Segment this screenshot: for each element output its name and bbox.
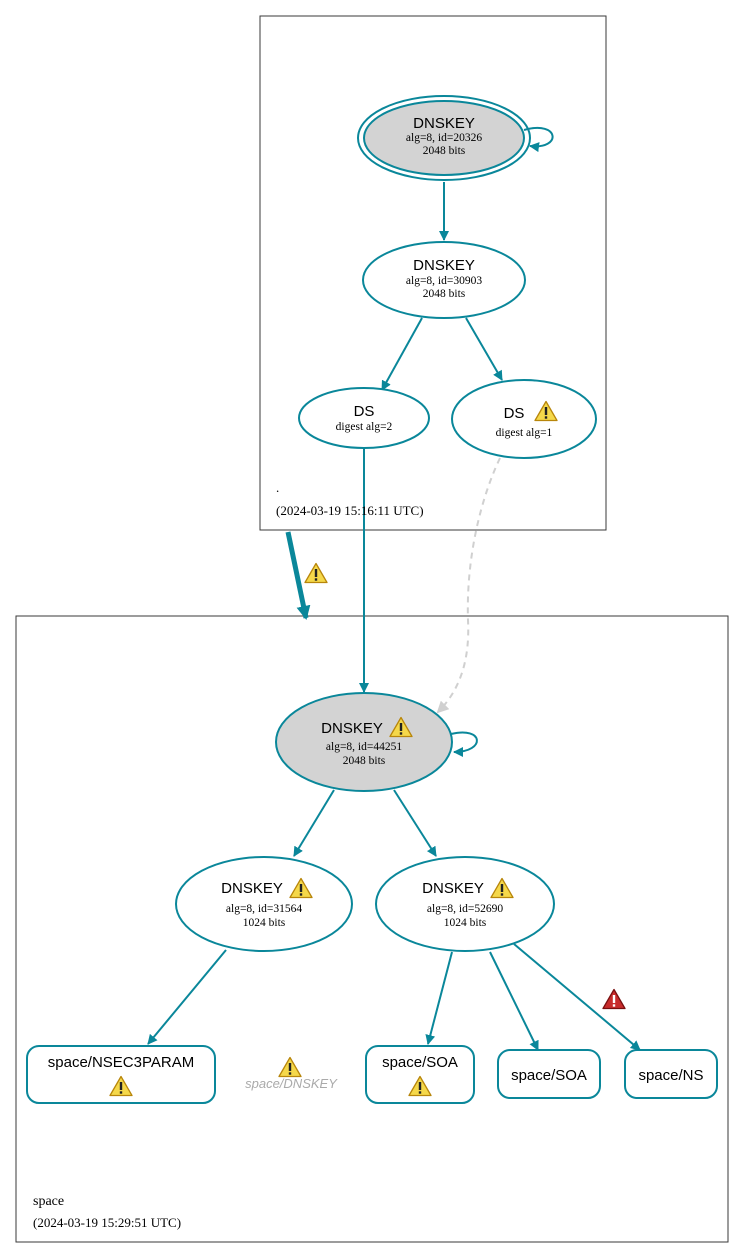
- node-title: DNSKEY: [413, 257, 475, 274]
- node-line1: digest alg=2: [336, 421, 393, 433]
- edge-delegation: [285, 531, 311, 620]
- zone-space-name: space: [33, 1194, 64, 1209]
- edge-root-zsk-to-ds1: [465, 317, 503, 381]
- rrset-dnskey[interactable]: space/DNSKEY: [245, 1056, 338, 1092]
- edge-52690-to-soa: [489, 951, 539, 1051]
- rrset-nsec3param[interactable]: space/NSEC3PARAM: [26, 1045, 216, 1104]
- rrset-label: space/NS: [638, 1067, 703, 1084]
- zone-root-name: .: [276, 480, 279, 495]
- node-line1: digest alg=1: [496, 427, 553, 439]
- node-line2: 2048 bits: [423, 288, 466, 300]
- node-space-ksk[interactable]: DNSKEY alg=8, id=44251 2048 bits: [275, 692, 453, 792]
- rrset-label: space/SOA: [511, 1067, 587, 1084]
- node-space-zsk-52690[interactable]: DNSKEY alg=8, id=52690 1024 bits: [375, 856, 555, 952]
- node-line1: alg=8, id=52690: [427, 903, 503, 915]
- zone-root-timestamp: (2024-03-19 15:16:11 UTC): [276, 503, 424, 518]
- edges: [147, 127, 641, 1051]
- node-ds-digest2[interactable]: DS digest alg=2: [298, 387, 430, 449]
- node-line2: 1024 bits: [444, 917, 487, 929]
- node-line1: alg=8, id=31564: [226, 903, 302, 915]
- node-line2: 1024 bits: [243, 917, 286, 929]
- edge-52690-to-ns: [513, 943, 641, 1051]
- node-line1: alg=8, id=44251: [326, 741, 402, 753]
- warning-icon: [278, 1056, 302, 1078]
- zone-space-timestamp: (2024-03-19 15:29:51 UTC): [33, 1215, 181, 1230]
- node-title: DS: [354, 403, 375, 420]
- ns-signature-error-icon: [602, 988, 626, 1010]
- zone-space-box: [15, 615, 729, 1243]
- edge-space-ksk-to-52690: [393, 789, 437, 857]
- node-ds-digest1[interactable]: DS digest alg=1: [451, 379, 597, 459]
- node-line1: alg=8, id=30903: [406, 275, 482, 287]
- node-line2: 2048 bits: [423, 145, 466, 157]
- edge-space-ksk-to-31564: [293, 789, 335, 857]
- edge-31564-to-nsec3param: [147, 949, 227, 1045]
- rrset-soa[interactable]: space/SOA: [497, 1049, 601, 1099]
- rrset-label: space/NSEC3PARAM: [48, 1054, 194, 1071]
- rrset-soa-warning[interactable]: space/SOA: [365, 1045, 475, 1104]
- rrset-ns[interactable]: space/NS: [624, 1049, 718, 1099]
- edge-space-ksk-self: [450, 731, 478, 757]
- edge-52690-to-soa-warn: [425, 951, 453, 1045]
- node-title: DS: [504, 405, 525, 422]
- node-root-zsk[interactable]: DNSKEY alg=8, id=30903 2048 bits: [362, 241, 526, 319]
- edge-ds1-to-space-ksk: [436, 457, 501, 714]
- node-title: DNSKEY: [413, 115, 475, 132]
- node-line2: 2048 bits: [343, 755, 386, 767]
- rrset-label: space/DNSKEY: [245, 1076, 338, 1091]
- edge-root-zsk-to-ds2: [381, 317, 423, 391]
- delegation-warning-icon: [304, 562, 328, 584]
- zone-root-box: [259, 15, 607, 531]
- node-title: DNSKEY: [422, 880, 484, 897]
- node-line1: alg=8, id=20326: [406, 132, 482, 144]
- edge-root-ksk-self: [523, 127, 554, 153]
- node-space-zsk-31564[interactable]: DNSKEY alg=8, id=31564 1024 bits: [175, 856, 353, 952]
- rrset-label: space/SOA: [382, 1054, 458, 1071]
- node-root-ksk[interactable]: DNSKEY alg=8, id=20326 2048 bits: [357, 95, 531, 181]
- node-title: DNSKEY: [221, 880, 283, 897]
- node-title: DNSKEY: [321, 720, 383, 737]
